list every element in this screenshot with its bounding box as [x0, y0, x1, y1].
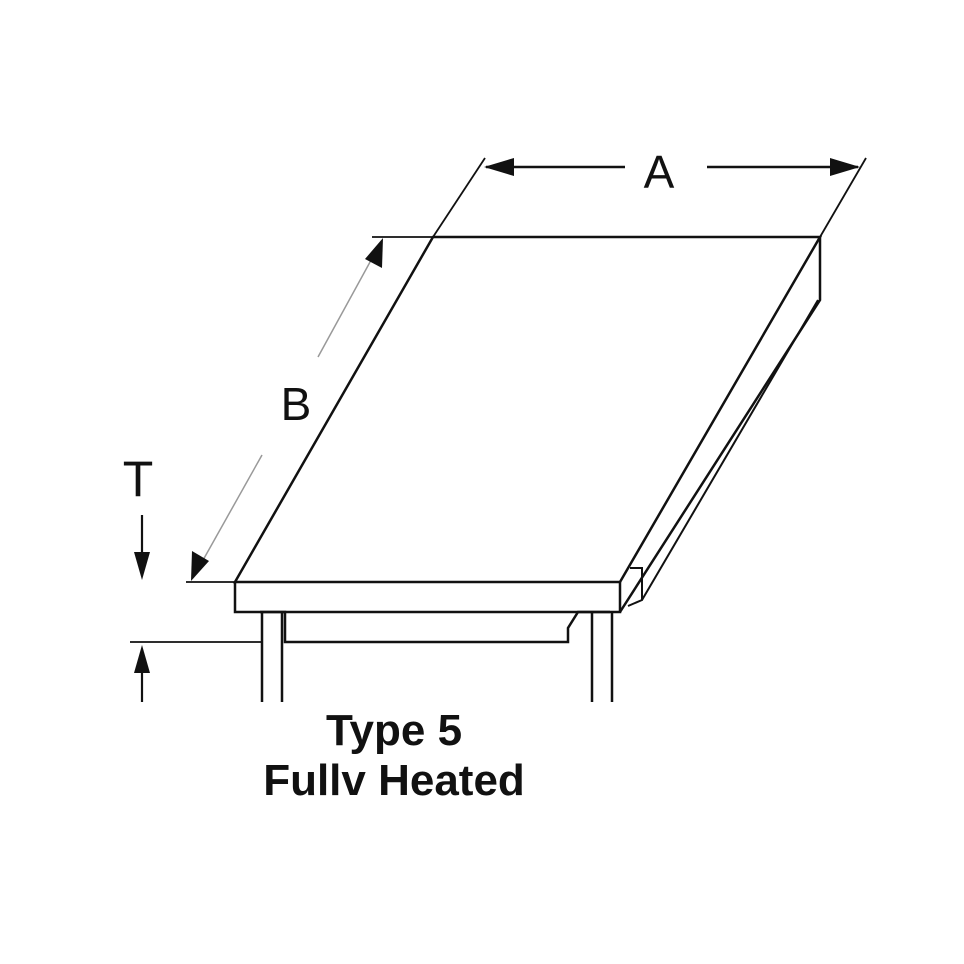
dimension-a-arrow-right [830, 158, 860, 176]
dimension-t-arrow-up [134, 645, 150, 673]
plate-front-edge [233, 582, 622, 614]
dimension-a-extension-left [432, 157, 486, 238]
heater-base-outline [260, 610, 610, 644]
dimension-a-arrow-left [484, 158, 514, 176]
plate-right-bottom-edge [641, 299, 819, 601]
plate-right-edge [618, 237, 822, 613]
plate-right-corner-notch [627, 567, 643, 607]
dimension-t-label: T [123, 451, 154, 507]
dimension-b-arrow-top [365, 238, 383, 268]
caption-line-1: Type 5 [326, 706, 462, 755]
dimension-t: T [123, 451, 262, 702]
dimension-b-arrow-bottom [191, 551, 209, 581]
dimension-b: B [186, 236, 433, 583]
dimension-a: A [432, 146, 867, 238]
dimension-b-line-lower [192, 454, 263, 579]
dimension-b-label: B [281, 378, 312, 430]
dimension-a-label: A [644, 146, 675, 198]
caption-line-2: Fullv Heated [263, 756, 525, 805]
dimension-a-extension-right [819, 157, 867, 238]
plate-top-face [232, 235, 823, 584]
dimension-t-arrow-down [134, 552, 150, 580]
